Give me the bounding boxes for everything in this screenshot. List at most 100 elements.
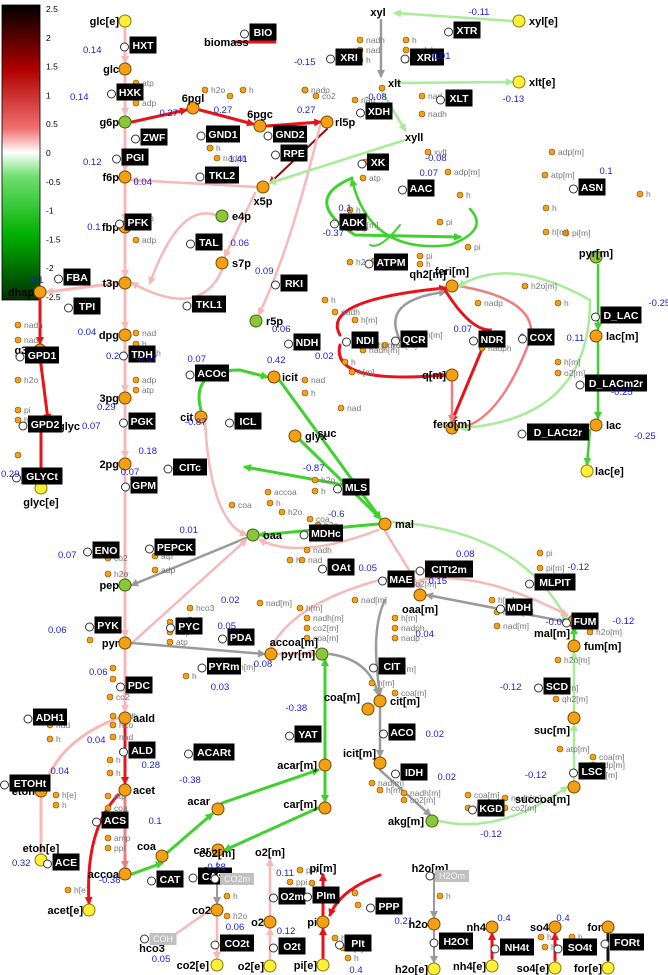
- reaction-box[interactable]: [563, 938, 597, 956]
- metabolite-r5p[interactable]: r5p: [249, 314, 283, 328]
- metabolite-o2-e[interactable]: o2[e]: [238, 959, 277, 973]
- metabolite-suc[interactable]: suc: [318, 428, 337, 440]
- reaction-xtr[interactable]: XTR-0.11: [444, 7, 490, 39]
- reaction-box[interactable]: [227, 628, 255, 646]
- reaction-box[interactable]: [193, 743, 235, 761]
- metabolite-node[interactable]: [425, 814, 439, 828]
- reaction-box[interactable]: [33, 708, 67, 726]
- metabolite-icit-m[interactable]: icit[m]: [343, 748, 387, 770]
- metabolite-node[interactable]: [316, 915, 330, 929]
- metabolite-node[interactable]: [601, 961, 615, 975]
- reaction-box[interactable]: [400, 330, 428, 348]
- reaction-box[interactable]: [543, 677, 571, 695]
- reaction-mls[interactable]: MLS-0.87: [303, 463, 370, 496]
- reaction-kgd[interactable]: KGD-0.12: [468, 799, 505, 841]
- reaction-box[interactable]: [610, 933, 644, 951]
- reaction-box[interactable]: [28, 415, 62, 433]
- reaction-box[interactable]: [273, 125, 307, 143]
- metabolite-lac[interactable]: lac: [589, 418, 621, 432]
- metabolite-node[interactable]: [194, 410, 208, 424]
- metabolite-cit-m[interactable]: cit[m]: [373, 694, 420, 708]
- metabolite-node[interactable]: [211, 843, 225, 857]
- metabolite-node[interactable]: [580, 464, 594, 478]
- metabolite-node[interactable]: [256, 180, 270, 194]
- reaction-box[interactable]: [578, 762, 606, 780]
- metabolite-acar-m[interactable]: acar[m]: [277, 758, 332, 772]
- metabolite-glyc-e[interactable]: glyc[e]: [23, 481, 59, 509]
- metabolite-node[interactable]: [361, 702, 375, 716]
- reaction-box[interactable]: [378, 657, 406, 675]
- reaction-yat[interactable]: YAT-0.38: [285, 703, 322, 743]
- reaction-box[interactable]: [365, 102, 393, 120]
- reaction-box[interactable]: [477, 799, 505, 817]
- reaction-box[interactable]: [410, 48, 444, 66]
- metabolite-node[interactable]: [320, 115, 334, 129]
- metabolite-cit[interactable]: cit: [180, 410, 208, 424]
- reaction-box[interactable]: [439, 932, 473, 950]
- metabolite-node[interactable]: [589, 418, 603, 432]
- reaction-scd[interactable]: SCD-0.12: [500, 677, 571, 695]
- reaction-box[interactable]: [101, 811, 129, 829]
- metabolite-node[interactable]: [318, 758, 332, 772]
- reaction-box[interactable]: [534, 573, 576, 591]
- metabolite-accoa[interactable]: accoa: [88, 867, 132, 881]
- reaction-box[interactable]: [156, 870, 184, 888]
- metabolite-glyx[interactable]: glyx: [288, 429, 328, 443]
- reaction-fum[interactable]: FUM-0.12: [562, 612, 635, 630]
- metabolite-co2[interactable]: co2: [192, 903, 224, 917]
- reaction-box[interactable]: [435, 870, 469, 882]
- metabolite-nh4[interactable]: nh4: [466, 920, 499, 934]
- metabolite-lac-m[interactable]: lac[m]: [589, 329, 639, 343]
- reaction-box[interactable]: [342, 478, 370, 496]
- metabolite-node[interactable]: [512, 14, 526, 28]
- metabolite-node[interactable]: [485, 920, 499, 934]
- reaction-box[interactable]: [128, 345, 156, 363]
- reaction-box[interactable]: [280, 274, 308, 292]
- metabolite-pi[interactable]: pi: [307, 915, 330, 929]
- metabolite-node[interactable]: [315, 647, 329, 661]
- reaction-box[interactable]: [505, 598, 533, 616]
- reaction-box[interactable]: [425, 560, 473, 578]
- metabolite-node[interactable]: [118, 115, 132, 129]
- metabolite-node[interactable]: [186, 101, 200, 115]
- metabolite-node[interactable]: [548, 961, 562, 975]
- metabolite-x5p[interactable]: x5p: [254, 180, 273, 208]
- metabolite-xyll[interactable]: xyll: [405, 132, 423, 144]
- metabolite-node[interactable]: [211, 802, 225, 816]
- metabolite-pyr[interactable]: pyr: [102, 636, 132, 650]
- metabolite-mal[interactable]: mal: [378, 517, 414, 531]
- metabolite-node[interactable]: [215, 209, 229, 223]
- metabolite-dpg[interactable]: dpg: [99, 328, 132, 342]
- metabolite-xyl[interactable]: xyl: [370, 7, 385, 19]
- metabolite-node[interactable]: [567, 639, 581, 653]
- metabolite-node[interactable]: [567, 780, 581, 794]
- reaction-box[interactable]: [21, 467, 63, 485]
- reaction-co2m[interactable]: CO2m: [210, 873, 254, 885]
- metabolite-co2-m[interactable]: co2[m]: [199, 848, 235, 860]
- reaction-box[interactable]: [280, 144, 308, 162]
- reaction-box[interactable]: [220, 934, 254, 952]
- metabolite-so4[interactable]: so4: [530, 920, 562, 934]
- reaction-h2om[interactable]: H2Om: [425, 870, 469, 882]
- metabolite-node[interactable]: [263, 915, 277, 929]
- metabolite-node[interactable]: [288, 429, 302, 443]
- reaction-box[interactable]: [128, 412, 156, 430]
